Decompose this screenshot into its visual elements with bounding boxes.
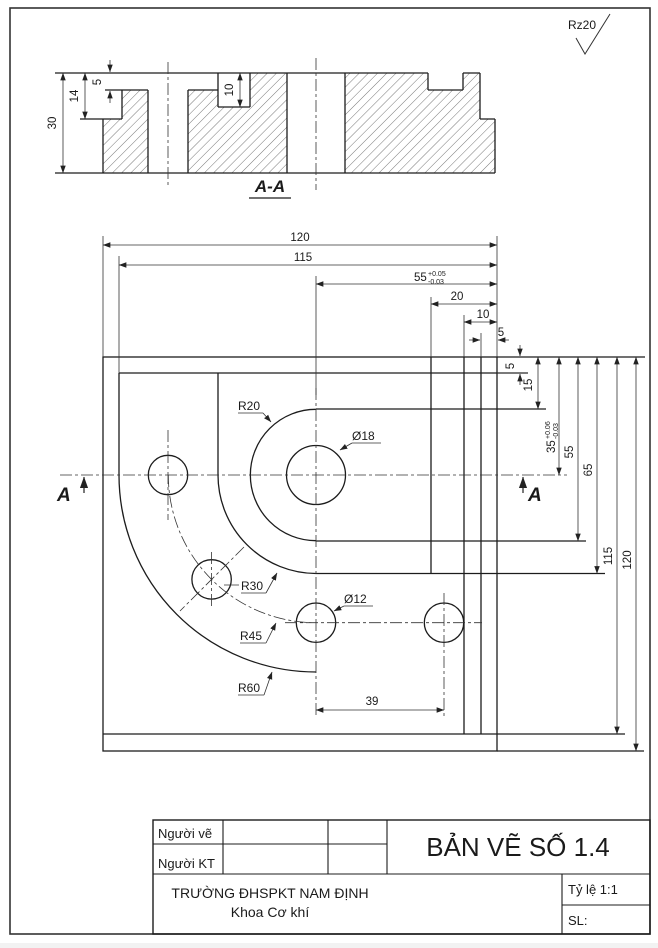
checked-by-label: Người KT	[158, 856, 215, 871]
plan-right-dimensions: 5 15 35+0.06-0.03 55 65 115 120	[497, 345, 639, 752]
dim-5-top: 5	[498, 327, 504, 339]
section-dim-10: 10	[224, 84, 236, 97]
section-hatch	[103, 73, 495, 173]
cut-label-left: A	[56, 485, 71, 506]
dim-120-right: 120	[622, 550, 634, 569]
cut-plane-markers: A A	[56, 476, 542, 506]
roughness-symbol: Rz20	[568, 13, 611, 55]
label-r20: R20	[238, 399, 260, 413]
drawn-by-label: Người vẽ	[158, 826, 212, 841]
dim-39: 39	[366, 696, 379, 708]
dim-20-top: 20	[451, 291, 464, 303]
roughness-label: Rz20	[568, 18, 596, 32]
label-d12: Ø12	[344, 592, 367, 606]
dim-55-right: 55	[564, 446, 576, 459]
label-r45: R45	[240, 629, 262, 643]
section-dimensions: 30 14 5 10	[47, 60, 243, 174]
plan-outline	[102, 356, 498, 752]
section-dim-14: 14	[69, 89, 81, 102]
title-block: Người vẽ Người KT BẢN VẼ SỐ 1.4 TRƯỜNG Đ…	[152, 819, 651, 935]
dim-115-top: 115	[294, 252, 312, 264]
section-centerlines	[167, 58, 317, 190]
slot-arc-r30	[217, 474, 317, 575]
plan-view	[60, 356, 645, 752]
section-title-label: A-A	[254, 177, 285, 196]
dim-120-top: 120	[290, 232, 309, 244]
dim-65-right: 65	[583, 464, 595, 477]
drawing-title: BẢN VẼ SỐ 1.4	[426, 832, 610, 862]
dim-10-top: 10	[477, 309, 490, 321]
quantity-label: SL:	[568, 913, 588, 928]
dim-5-right: 5	[505, 363, 517, 369]
plan-centerlines	[60, 388, 567, 718]
label-r60: R60	[238, 681, 260, 695]
dim-55-toleranced: 55+0.05-0.03	[414, 271, 446, 286]
label-r30: R30	[241, 579, 263, 593]
label-d18: Ø18	[352, 429, 375, 443]
dim-35-toleranced: 35+0.06-0.03	[545, 421, 560, 453]
dim-15-right: 15	[523, 379, 535, 392]
plan-inner-edges	[103, 356, 645, 752]
feature-labels: R20 Ø18 R30 R45 R60 Ø12 39	[224, 399, 445, 713]
section-dim-30: 30	[47, 117, 59, 130]
school-name: TRƯỜNG ĐHSPKT NAM ĐỊNH	[171, 885, 368, 901]
cut-label-right: A	[527, 485, 542, 506]
section-view	[55, 58, 496, 190]
scale-label: Tỷ lệ 1:1	[568, 882, 618, 897]
section-dim-5: 5	[92, 79, 104, 85]
plan-top-dimensions: 120 115 55+0.05-0.03 20 10 5	[102, 232, 509, 395]
roughness-check-icon	[575, 13, 611, 55]
section-title: A-A	[249, 177, 291, 199]
dim-115-right: 115	[603, 547, 615, 565]
department-name: Khoa Cơ khí	[231, 904, 310, 920]
